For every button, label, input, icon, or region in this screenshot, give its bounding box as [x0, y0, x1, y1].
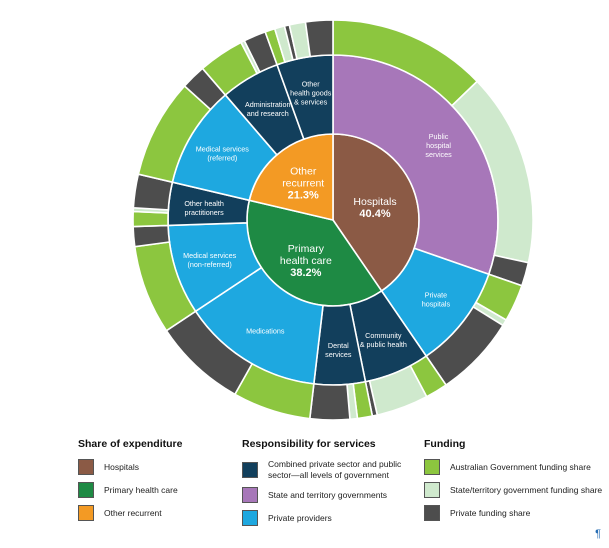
- funding-slice-3-2: [308, 382, 351, 421]
- legend-swatch-combined: [242, 461, 258, 478]
- funding-slice-9-4: [304, 19, 334, 58]
- funding-slice-6-0: [132, 210, 169, 228]
- legend-responsibility-for-services: Responsibility for services Combined pri…: [242, 438, 414, 533]
- legend-swatch-other-recurrent: [78, 505, 94, 521]
- service-label: Medical services(referred): [196, 144, 250, 162]
- legend-swatch-state-territory: [242, 487, 258, 504]
- legend-funding: Funding Australian Government funding sh…: [424, 438, 602, 528]
- legend-label: Private providers: [268, 512, 332, 523]
- legend-swatch-private-funding: [424, 505, 440, 521]
- legend-label: State and territory governments: [268, 489, 388, 500]
- legend-label: Australian Government funding share: [450, 461, 591, 472]
- legend-item-private-funding: Private funding share: [424, 505, 602, 521]
- legend-title: Responsibility for services: [242, 438, 376, 450]
- service-label: Medications: [246, 327, 285, 336]
- legend-share-of-expenditure: Share of expenditure Hospitals Primary h…: [78, 438, 182, 528]
- legend-label: State/territory government funding share: [450, 484, 603, 495]
- legend-swatch-australian-government: [424, 459, 440, 475]
- legend-item-other-recurrent: Other recurrent: [78, 505, 182, 521]
- legend-label: Primary health care: [104, 484, 178, 495]
- pilcrow-mark: ¶: [595, 528, 601, 540]
- legend-swatch-private-providers: [242, 510, 258, 527]
- legend-item-hospitals: Hospitals: [78, 459, 182, 475]
- legend-title: Funding: [424, 438, 466, 450]
- legend-item-state-territory: State and territory governments: [242, 487, 414, 504]
- service-label: Community& public health: [360, 331, 407, 349]
- legend-item-private-providers: Private providers: [242, 510, 414, 527]
- legend-item-primary-health-care: Primary health care: [78, 482, 182, 498]
- legend-label: Other recurrent: [104, 507, 162, 518]
- legend-label: Hospitals: [104, 461, 139, 472]
- legend-swatch-hospitals: [78, 459, 94, 475]
- legend-label: Private funding share: [450, 507, 531, 518]
- legend-item-australian-government: Australian Government funding share: [424, 459, 602, 475]
- legend-item-combined: Combined private sector and public secto…: [242, 459, 414, 480]
- legend-title: Share of expenditure: [78, 438, 183, 450]
- legend-item-state-funding: State/territory government funding share: [424, 482, 602, 498]
- funding-slice-5-1: [132, 224, 171, 248]
- legend-swatch-primary-health-care: [78, 482, 94, 498]
- legend-label: Combined private sector and public secto…: [268, 459, 402, 480]
- service-label: Medical services(non-referred): [183, 251, 237, 269]
- legend-swatch-state-funding: [424, 482, 440, 498]
